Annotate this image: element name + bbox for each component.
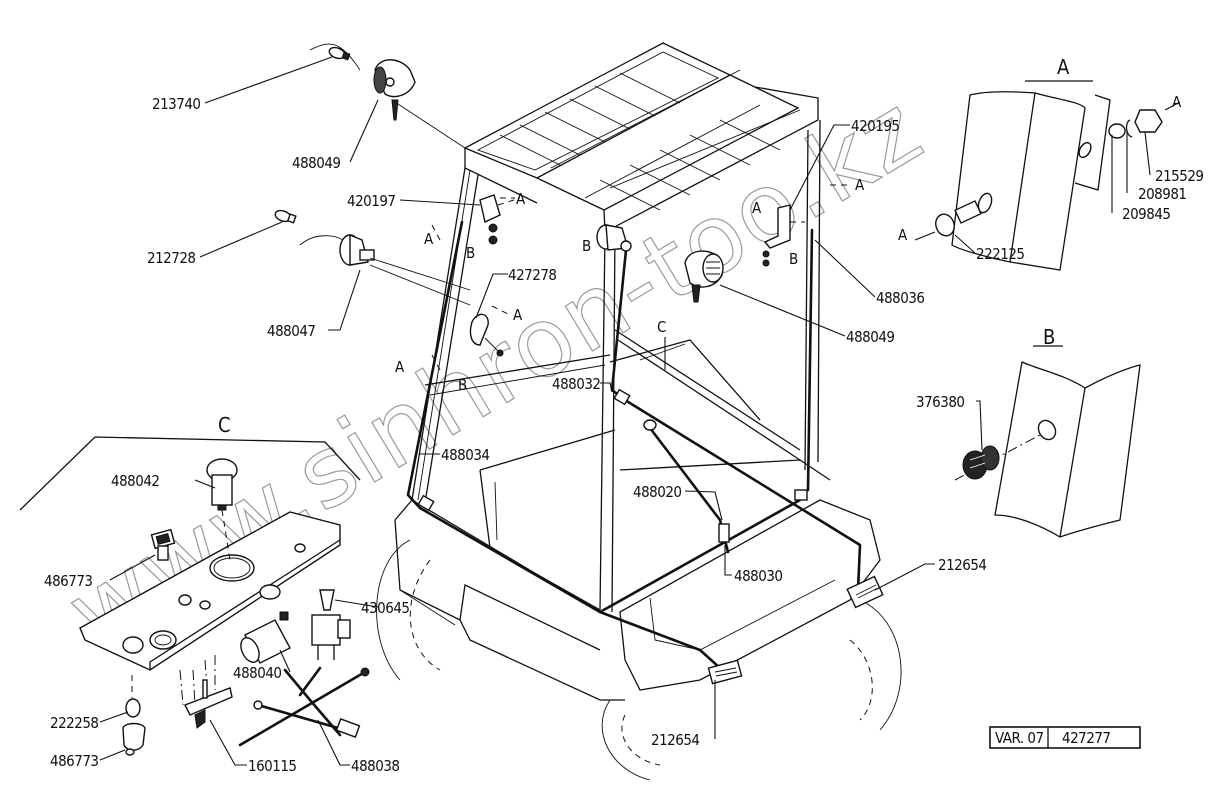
- ref-b-left-top: B: [466, 244, 475, 262]
- bulb-lampholder: [122, 675, 146, 756]
- pushbutton-488042: [206, 458, 238, 561]
- label-213740: 213740: [152, 95, 201, 113]
- bracket-420195: [762, 204, 791, 267]
- cab-components: [274, 43, 884, 685]
- stamp-drawing-number: 427277: [1062, 729, 1111, 747]
- detail-view-b: B: [954, 325, 1141, 539]
- label-488049-right: 488049: [846, 328, 895, 346]
- part-labels: 213740 488049 420197 212728 488047 42727…: [44, 95, 1204, 775]
- leader-lines: [99, 56, 1151, 766]
- ref-c-seat: C: [657, 318, 666, 336]
- label-209845: 209845: [1122, 205, 1171, 223]
- label-222258: 222258: [50, 714, 99, 732]
- ref-a-left-mid: A: [395, 358, 405, 376]
- bracket-420197: [479, 194, 521, 245]
- label-160115: 160115: [248, 757, 297, 775]
- label-427278: 427278: [508, 266, 557, 284]
- harness-488038: [238, 666, 370, 747]
- tail-lamps: [707, 575, 884, 685]
- detail-view-a: A A A: [898, 55, 1183, 271]
- detail-view-c: C: [19, 413, 370, 756]
- label-488042: 488042: [111, 472, 160, 490]
- ref-a-420195: A: [752, 199, 762, 217]
- detail-a-arrow-label-right: A: [1172, 93, 1182, 111]
- label-486773-top: 486773: [44, 572, 93, 590]
- bulb-212728: [274, 209, 297, 224]
- ref-a-right: A: [855, 176, 865, 194]
- work-lamp-top-left: [309, 43, 466, 149]
- detail-a-arrow-label-left: A: [898, 226, 908, 244]
- label-215529: 215529: [1155, 167, 1204, 185]
- bulb-213740: [328, 46, 351, 61]
- detail-b-title: B: [1043, 325, 1055, 349]
- rocker-486773: [150, 528, 176, 561]
- label-212654-right: 212654: [938, 556, 987, 574]
- label-488040: 488040: [233, 664, 282, 682]
- beacon-488047: [299, 233, 471, 306]
- ref-b-right: B: [789, 250, 798, 268]
- detail-a-title: A: [1057, 55, 1070, 79]
- work-lamp-right: [684, 250, 724, 303]
- reference-markers: A A B A A B B A A B C: [395, 176, 866, 394]
- label-222125: 222125: [976, 245, 1025, 263]
- label-486773-bottom: 486773: [50, 752, 99, 770]
- ref-b-center: B: [582, 237, 591, 255]
- label-488030: 488030: [734, 567, 783, 585]
- relay-488040: [240, 611, 291, 664]
- wheels: [376, 539, 902, 781]
- forklift-body: [376, 42, 902, 781]
- ref-a-427278: A: [513, 306, 523, 324]
- label-488038: 488038: [351, 757, 400, 775]
- ref-a-left-top: A: [424, 230, 434, 248]
- label-420197: 420197: [347, 192, 396, 210]
- toggle-430645: [311, 589, 351, 660]
- wiring-harness: [406, 220, 862, 670]
- label-488032: 488032: [552, 375, 601, 393]
- bracket-160115: [179, 655, 233, 729]
- stamp-variant: VAR. 07: [995, 729, 1044, 747]
- label-208981: 208981: [1138, 185, 1187, 203]
- label-430645: 430645: [361, 599, 410, 617]
- label-488036: 488036: [876, 289, 925, 307]
- label-420195: 420195: [851, 117, 900, 135]
- label-488047: 488047: [267, 322, 316, 340]
- label-488034: 488034: [441, 446, 490, 464]
- ref-a-420197: A: [516, 190, 526, 208]
- label-488049-top: 488049: [292, 154, 341, 172]
- label-376380: 376380: [916, 393, 965, 411]
- label-212654-left: 212654: [651, 731, 700, 749]
- bracket-427278: [469, 313, 504, 357]
- ref-b-left-mid: B: [458, 376, 467, 394]
- beacon-center: [596, 224, 632, 252]
- label-212728: 212728: [147, 249, 196, 267]
- drawing-stamp: VAR. 07 427277: [989, 726, 1141, 749]
- detail-c-title: C: [218, 413, 231, 437]
- label-488020: 488020: [633, 483, 682, 501]
- cab-frame: [394, 119, 881, 701]
